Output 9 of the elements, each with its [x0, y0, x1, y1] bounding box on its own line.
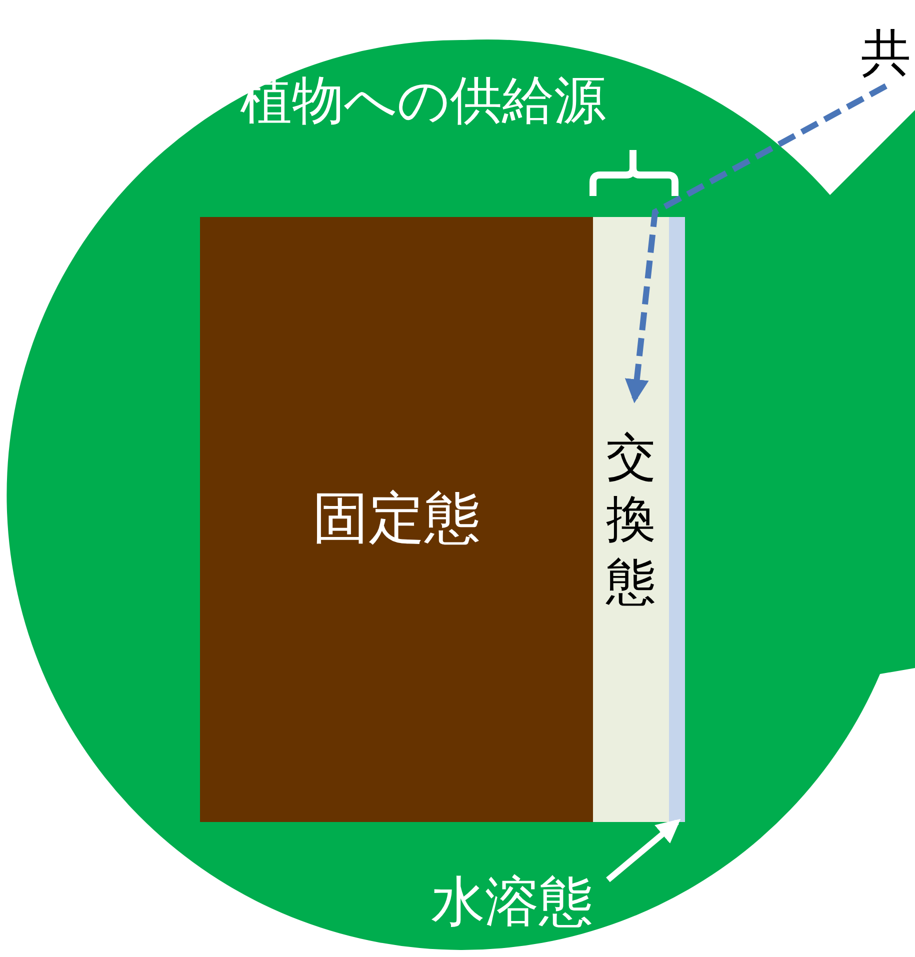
callout-text: 共: [858, 22, 914, 86]
exchangeable-form-block: [593, 217, 669, 822]
fixed-form-block: [200, 217, 593, 822]
arrow: [606, 818, 681, 882]
callout-text: 水溶態: [412, 865, 612, 939]
node-label: 固定態: [312, 487, 480, 552]
water-soluble-strip: [669, 217, 685, 822]
arrow: [624, 83, 888, 404]
node-label: 交換態: [606, 426, 656, 613]
